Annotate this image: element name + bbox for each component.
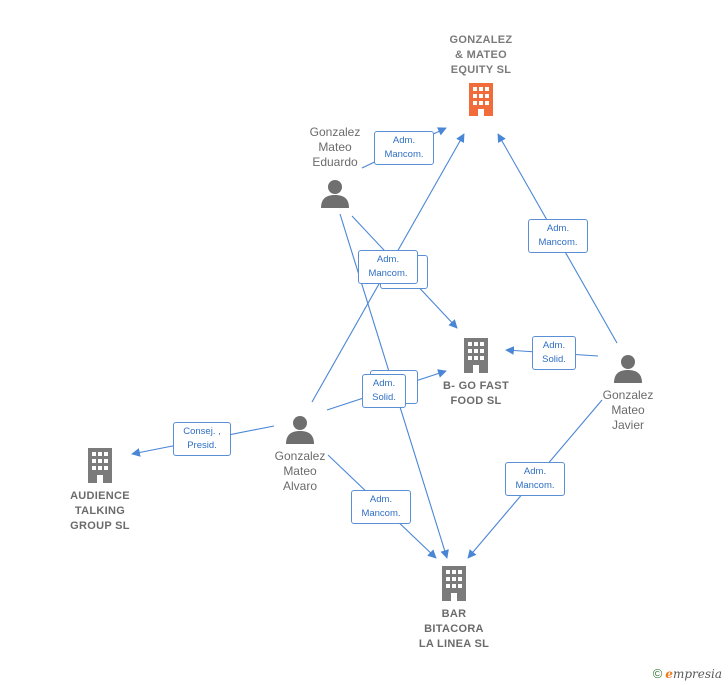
person-icon bbox=[286, 416, 314, 444]
building-icon bbox=[464, 338, 488, 373]
node-audience-talking-group[interactable]: AUDIENCE TALKING GROUP SL bbox=[50, 448, 150, 534]
company-label: GONZALEZ & MATEO EQUITY SL bbox=[449, 34, 513, 76]
node-person-alvaro[interactable]: Gonzalez Mateo Alvaro bbox=[260, 414, 340, 494]
person-icon bbox=[614, 355, 642, 383]
company-label: AUDIENCE TALKING GROUP SL bbox=[70, 490, 130, 532]
node-person-javier[interactable]: Gonzalez Mateo Javier bbox=[588, 353, 668, 433]
relation-tag: Consej. ,Presid. bbox=[173, 422, 231, 456]
person-label: Gonzalez Mateo Alvaro bbox=[274, 449, 326, 493]
node-gonzalez-mateo-equity[interactable]: GONZALEZ & MATEO EQUITY SL bbox=[420, 33, 542, 122]
relation-tag: Adm.Solid. bbox=[532, 336, 576, 370]
company-label: B- GO FAST FOOD SL bbox=[443, 380, 509, 407]
building-icon bbox=[442, 566, 466, 601]
company-label: BAR BITACORA LA LINEA SL bbox=[418, 608, 490, 650]
relation-tag: Adm.Mancom. bbox=[374, 131, 434, 165]
relation-tag: Adm.Mancom. bbox=[351, 490, 411, 524]
person-label: Gonzalez Mateo Eduardo bbox=[309, 125, 361, 169]
copyright-footer: ©empresia bbox=[653, 666, 722, 681]
brand-logo: empresia bbox=[665, 667, 722, 681]
building-icon bbox=[469, 83, 493, 116]
relation-tag: Adm.Mancom. bbox=[358, 250, 418, 284]
relation-tag: Adm.Mancom. bbox=[528, 219, 588, 253]
node-bar-bitacora-la-linea[interactable]: BAR BITACORA LA LINEA SL bbox=[404, 566, 504, 652]
node-b-go-fast-food[interactable]: B- GO FAST FOOD SL bbox=[426, 338, 526, 409]
copyright-icon: © bbox=[652, 666, 663, 681]
node-person-eduardo[interactable]: Gonzalez Mateo Eduardo bbox=[295, 125, 375, 213]
person-label: Gonzalez Mateo Javier bbox=[602, 388, 654, 432]
person-icon bbox=[321, 180, 349, 208]
relation-tag: Adm.Mancom. bbox=[505, 462, 565, 496]
building-icon bbox=[88, 448, 112, 483]
relation-tag: Adm.Solid. bbox=[362, 374, 406, 408]
